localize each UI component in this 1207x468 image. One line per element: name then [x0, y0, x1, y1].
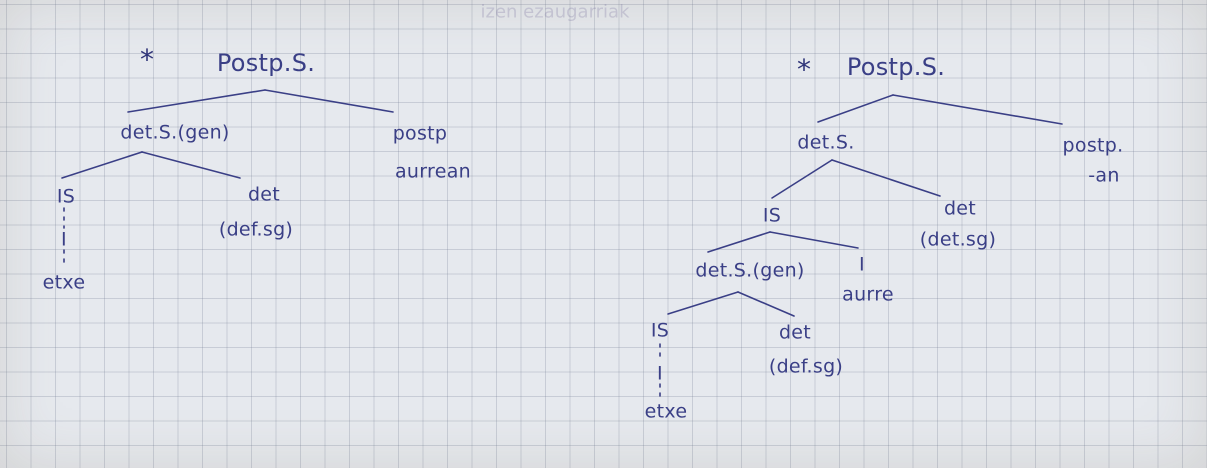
tree2-dets-gen-to-is-branch — [667, 291, 739, 315]
tree2-dets-gen-label: det.S.(gen) — [695, 259, 805, 282]
tree2-branches — [659, 94, 1063, 401]
tree1-det-label: det — [247, 183, 281, 206]
tree1-is-label: IS — [56, 185, 76, 208]
tree1-dets-to-det-branch — [141, 151, 241, 179]
tree2-dets-gen-to-det-branch — [737, 291, 795, 317]
tree1-det-features: (def.sg) — [218, 218, 294, 241]
tree1-postp-word: aurrean — [394, 160, 472, 183]
tree1-branches — [61, 89, 394, 267]
tree1-dets-to-is-branch — [61, 151, 143, 179]
tree2-ungrammatical-star: * — [797, 53, 811, 86]
tree2-is-low-label: IS — [650, 319, 670, 342]
tree2-is-top-label: IS — [762, 204, 782, 227]
tree1-word: etxe — [42, 271, 86, 294]
tree2-dets-label: det.S. — [797, 131, 855, 154]
tree1-dets-label: det.S.(gen) — [120, 121, 230, 144]
tree2-is-to-i-branch — [769, 231, 859, 249]
tree1-root-label: Postp.S. — [216, 49, 316, 77]
tree2-det-low-features: (def.sg) — [768, 355, 844, 378]
tree2-i-low-label: I — [657, 362, 663, 385]
faint-show-through-text: izen ezaugarriak — [480, 1, 630, 23]
tree1-postp-label: postp — [392, 122, 448, 145]
tree2-postp-word: -an — [1088, 164, 1120, 187]
tree2-is-to-dets-gen-branch — [707, 231, 771, 253]
tree2-i-mid-label: I — [859, 253, 865, 276]
tree2-i-mid-word: aurre — [842, 283, 894, 306]
tree1-i-label: I — [61, 228, 67, 251]
tree2-root-label: Postp.S. — [846, 53, 946, 81]
tree2-root-to-postp-branch — [892, 94, 1063, 125]
tree2-postp-label: postp. — [1062, 134, 1124, 157]
tree2-det-low-label: det — [778, 321, 812, 344]
tree2-word-low: etxe — [644, 400, 688, 423]
tree2-det-top-label: det — [943, 197, 977, 220]
tree1-ungrammatical-star: * — [140, 43, 154, 76]
tree2-dets-to-det-branch — [831, 159, 941, 197]
tree2-dets-to-is-branch — [771, 159, 833, 199]
tree1-root-to-postp-branch — [264, 89, 394, 113]
tree2-root-to-dets-branch — [817, 94, 894, 123]
tree2-det-top-features: (det.sg) — [919, 228, 997, 251]
tree1-root-to-dets-branch — [127, 89, 266, 113]
